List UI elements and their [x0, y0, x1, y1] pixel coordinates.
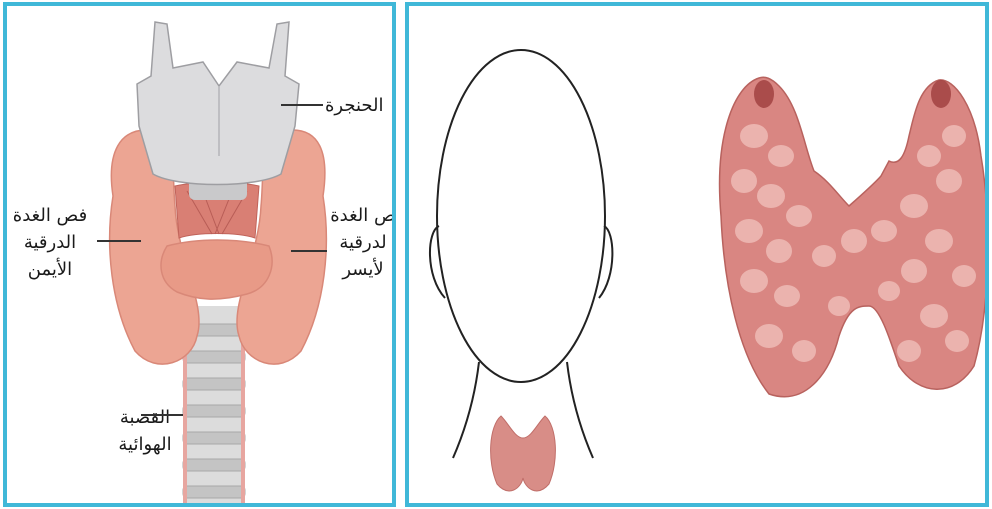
right-lobe-label-line1: فص الغدة — [9, 202, 91, 229]
thyroid-location-panel — [405, 2, 989, 507]
larynx-label: الحنجرة — [325, 92, 384, 119]
right-lobe-label-line2: الدرقية — [9, 229, 91, 256]
left-lobe-label-line3: لأيسر — [329, 256, 396, 283]
left-lobe-label-line1: ص الغدة — [329, 202, 396, 229]
larynx-leader-line — [281, 104, 323, 106]
larynx-cartilage — [137, 22, 299, 185]
thyroid-anatomy-panel: الحنجرة فص الغدة الدرقية الأيمن ص الغدة … — [3, 2, 396, 507]
enlarged-thyroid — [720, 77, 985, 396]
head-outline — [430, 50, 612, 458]
trachea-label-line1: القصبة — [105, 404, 185, 431]
right-lobe-label-line3: الأيمن — [9, 256, 91, 283]
right-lobe-leader-line — [97, 240, 141, 242]
right-lobe-label: فص الغدة الدرقية الأيمن — [9, 202, 91, 283]
small-thyroid — [491, 416, 556, 491]
trachea-label: القصبة الهوائية — [105, 404, 185, 458]
cricothyroid-muscle — [175, 178, 259, 238]
trachea-label-line2: الهوائية — [105, 431, 185, 458]
left-lobe-label: ص الغدة لدرقية لأيسر — [329, 202, 396, 283]
trachea-leader-line — [141, 414, 183, 416]
left-lobe-leader-line — [291, 250, 327, 252]
thyroid-location-illustration — [409, 6, 985, 503]
left-lobe-label-line2: لدرقية — [329, 229, 396, 256]
